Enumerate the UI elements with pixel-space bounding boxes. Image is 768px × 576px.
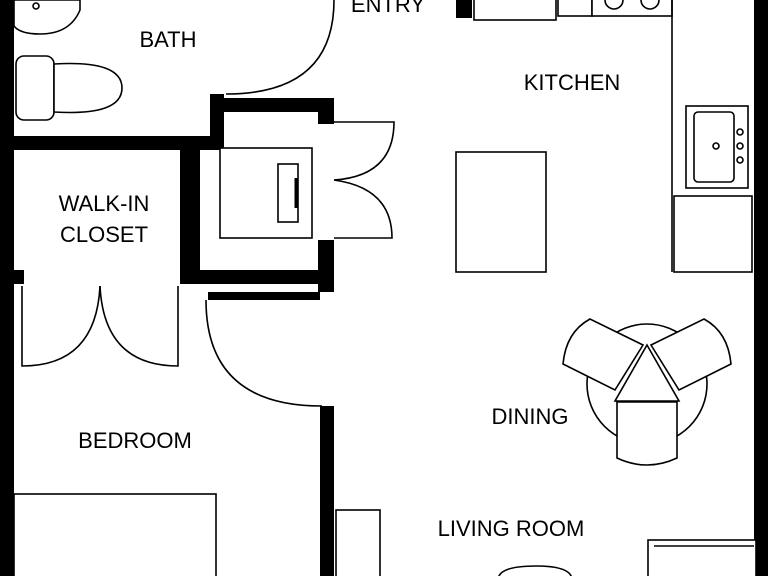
closet-bottom-wall	[180, 270, 332, 284]
label-living-room: LIVING ROOM	[438, 516, 585, 541]
burner-right	[640, 0, 660, 10]
bedroom-right-wall	[320, 406, 334, 576]
bath-sink	[13, 0, 81, 35]
dining-chair-left	[562, 318, 645, 392]
closet-top-wall-end	[318, 112, 334, 124]
laundry-jamb	[318, 240, 334, 292]
toilet-tank	[15, 55, 55, 121]
closet-door-right	[99, 285, 179, 367]
laundry-door-lower	[333, 179, 393, 239]
furniture	[13, 493, 757, 576]
room-labels: ENTRY BATH KITCHEN WALK-IN CLOSET DINING…	[59, 0, 621, 541]
toilet-bowl	[53, 62, 123, 114]
dining-chair-bottom	[616, 401, 678, 466]
bed	[13, 493, 217, 576]
laundry-door-upper	[333, 121, 395, 181]
closet-door-left	[21, 285, 101, 367]
faucet-knob-1	[736, 128, 744, 136]
label-bath: BATH	[139, 27, 196, 52]
bedroom-door-swing	[205, 299, 323, 407]
kitchen-sink-basin	[693, 111, 735, 183]
living-side-table	[335, 509, 381, 576]
closet-bottom-wall-b	[208, 292, 320, 300]
burner-left	[604, 0, 624, 10]
faucet-knob-2	[736, 142, 744, 150]
counter-top-left	[557, 0, 593, 17]
closet-right-wall	[180, 150, 200, 280]
dining-chair-right	[649, 318, 732, 392]
range	[591, 0, 673, 17]
appliance-panel	[277, 163, 299, 223]
kitchen-fixtures	[455, 0, 753, 273]
doors	[21, 0, 395, 407]
bath-door-swing	[225, 0, 335, 95]
label-dining: DINING	[492, 404, 569, 429]
dishwasher	[673, 195, 753, 273]
closet-left-jamb	[14, 270, 24, 284]
bath-fixtures	[13, 0, 123, 121]
right-outer-wall	[754, 0, 768, 576]
kitchen-island	[455, 151, 547, 273]
faucet-knob-3	[736, 156, 744, 164]
dining-triangle	[613, 343, 681, 402]
label-bedroom: BEDROOM	[78, 428, 192, 453]
label-kitchen: KITCHEN	[524, 70, 621, 95]
left-outer-wall	[0, 0, 14, 576]
closet-top-wall	[210, 98, 334, 112]
laundry-unit	[219, 147, 313, 239]
bath-bottom-wall	[0, 136, 210, 150]
label-walkin-closet-1: WALK-IN	[59, 191, 150, 216]
entry-door-jamb	[456, 0, 472, 18]
label-entry: ENTRY	[351, 0, 425, 17]
sink-drain-kitchen	[712, 142, 720, 150]
fridge	[473, 0, 557, 21]
label-walkin-closet-2: CLOSET	[60, 222, 148, 247]
living-chair-top	[498, 565, 572, 576]
sink-drain	[32, 2, 40, 10]
dining-set	[562, 318, 732, 466]
